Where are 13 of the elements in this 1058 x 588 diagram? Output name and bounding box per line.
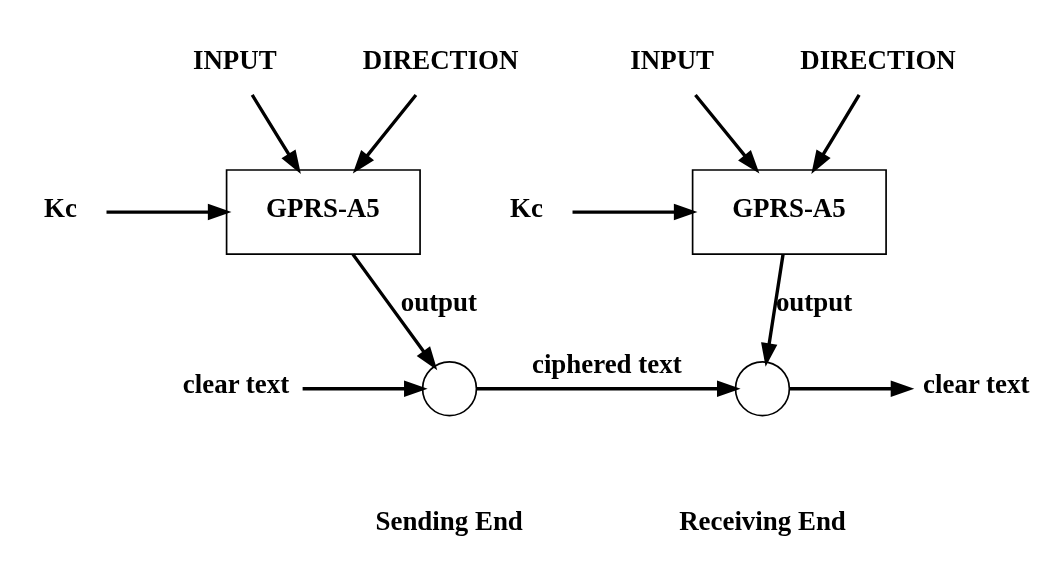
node-text: DIRECTION <box>800 44 956 75</box>
node-text: Kc <box>510 192 543 223</box>
node-label: Sending End <box>375 505 523 536</box>
node-text: Kc <box>44 192 77 223</box>
node-text: INPUT <box>630 44 715 75</box>
node-text: INPUT <box>192 44 277 75</box>
node-text: clear text <box>182 368 290 399</box>
node-text: clear text <box>923 368 1030 399</box>
edge-label: output <box>400 286 477 317</box>
edge-label: ciphered text <box>531 348 682 379</box>
node-text: DIRECTION <box>362 44 519 75</box>
edge-label: output <box>775 286 853 317</box>
node-label: Receiving End <box>679 505 846 536</box>
